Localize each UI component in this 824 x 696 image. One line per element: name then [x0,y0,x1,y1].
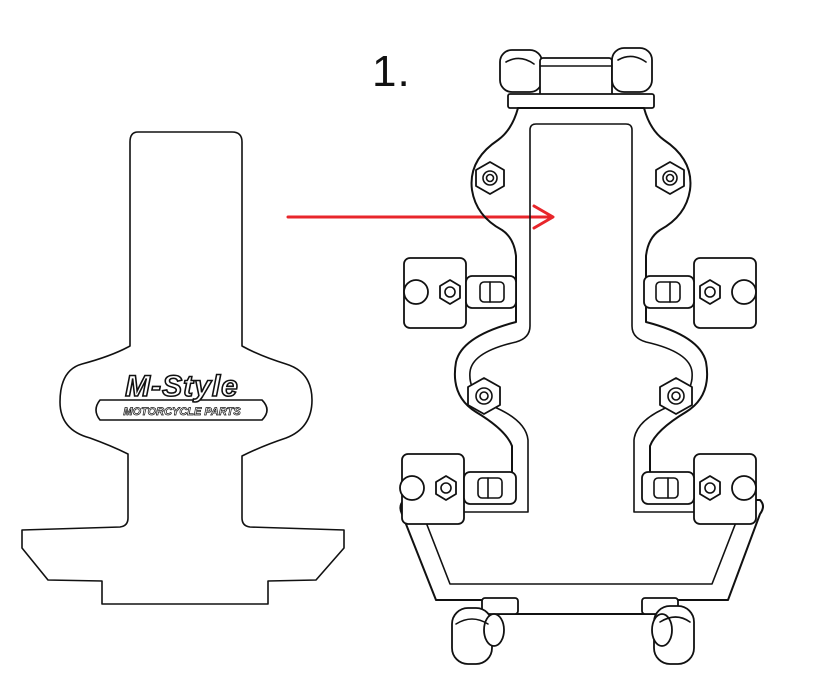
arrow-right-icon [286,204,555,230]
step-number: 1. [372,47,411,96]
top-hinge [499,47,655,109]
logo-banner [95,399,268,421]
logo-text: M-Style [125,370,239,403]
wheel-icon [451,597,519,665]
clamp-upper-right [643,257,757,329]
wheel-icon [641,597,695,665]
bracket-inner-plate [421,123,741,585]
sticker-pad: M-Style MOTORCYCLE PARTS [21,131,345,605]
logo-subtext: MOTORCYCLE PARTS [123,406,241,418]
clamp-lower-right [641,453,757,525]
mounting-bracket [399,47,764,665]
hex-nut-icon [467,377,501,415]
hex-nut-icon [659,377,693,415]
hex-nut-icon [475,161,505,195]
hex-nut-icon [655,161,685,195]
clamp-lower-left [399,453,517,525]
clamp-upper-left [403,257,517,329]
bracket-outer-plate [399,107,764,615]
